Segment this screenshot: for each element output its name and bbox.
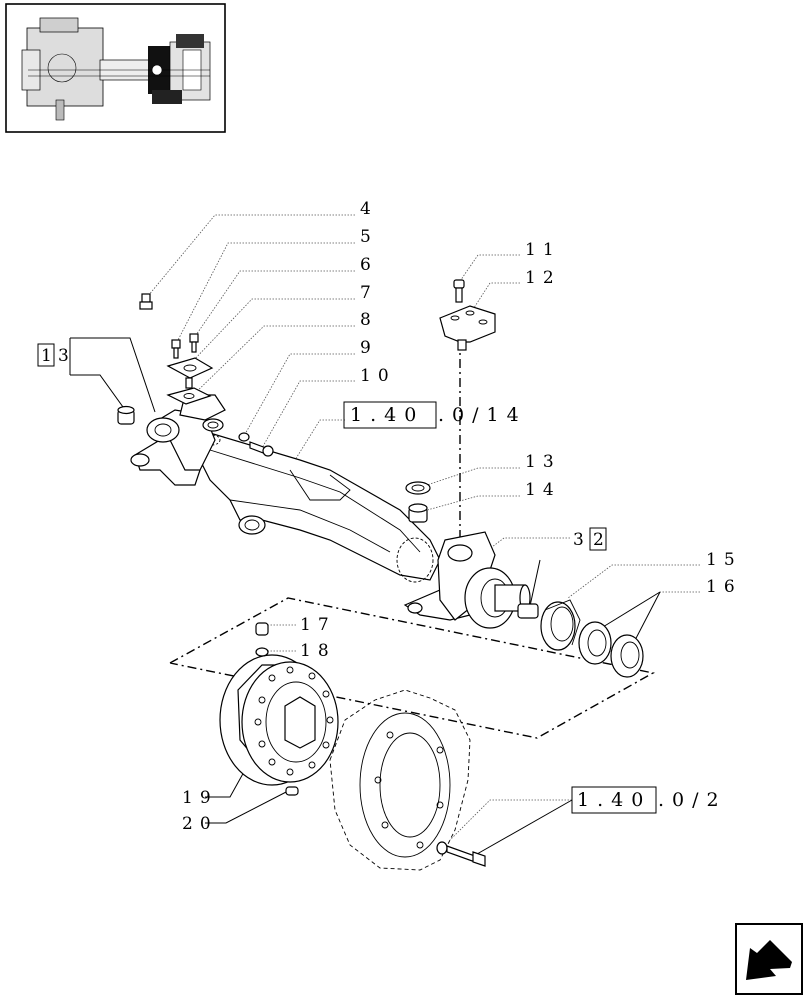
callout-14: 14 <box>525 480 561 500</box>
reference-bottom[interactable]: 1.40 .0/2 <box>571 786 727 814</box>
callout-5: 5 <box>360 227 378 247</box>
left-steering-knuckle <box>130 394 226 486</box>
part-14-bush[interactable] <box>408 503 428 523</box>
leader-lines <box>147 214 700 841</box>
right-steering-knuckle <box>403 531 531 629</box>
callout-2: 2 <box>593 530 611 550</box>
arrow-down-left-icon[interactable] <box>735 923 803 995</box>
callout-15: 15 <box>706 550 742 570</box>
part-8-shim[interactable] <box>166 387 212 405</box>
callout-3-left: 3 <box>58 346 76 366</box>
ref-top-boxed: 1.40 <box>350 404 424 426</box>
wheel-disc <box>329 689 471 871</box>
part-20-pin[interactable] <box>285 786 299 796</box>
part-7-cap[interactable] <box>166 357 214 389</box>
callout-10: 10 <box>360 366 396 386</box>
part-6-screw[interactable] <box>189 333 199 353</box>
callout-3-right: 3 <box>573 530 591 550</box>
callout-20: 20 <box>182 814 218 834</box>
callout-11: 11 <box>525 240 561 260</box>
axle-overview-thumbnail[interactable] <box>5 3 226 133</box>
part-15-bearing-ring[interactable] <box>540 599 581 651</box>
part-17-cap[interactable] <box>255 622 269 636</box>
assembly-centerlines <box>169 340 655 739</box>
part-16-bearings[interactable] <box>578 621 644 678</box>
axle-housing <box>199 429 441 583</box>
callout-17: 17 <box>300 615 336 635</box>
callout-16: 16 <box>706 577 742 597</box>
part-12-bracket[interactable] <box>439 305 496 351</box>
wheel-bolt[interactable] <box>436 841 486 867</box>
part-4-grease-nipple[interactable] <box>139 293 153 310</box>
callout-labels: 4 5 6 7 8 9 10 11 12 13 14 15 16 17 18 1… <box>37 199 742 834</box>
solid-leaders <box>69 337 661 859</box>
callout-12: 12 <box>525 268 561 288</box>
callout-6: 6 <box>360 255 378 275</box>
callout-4: 4 <box>360 199 378 219</box>
ref-bottom-boxed: 1.40 <box>577 789 651 811</box>
callout-8: 8 <box>360 310 378 330</box>
ref-bottom-rest: .0/2 <box>658 789 727 811</box>
ref-top-rest: .0/14 <box>438 404 527 426</box>
callout-1: 1 <box>41 346 59 366</box>
part-3-spacer[interactable] <box>517 603 539 619</box>
part-18-washer[interactable] <box>255 647 269 657</box>
callout-9: 9 <box>360 338 378 358</box>
part-13-seal[interactable] <box>405 481 431 495</box>
part-5-screw[interactable] <box>171 339 181 359</box>
part-9-pin[interactable] <box>238 432 250 442</box>
part-13-bush-left[interactable] <box>117 405 135 425</box>
callout-18: 18 <box>300 641 336 661</box>
reference-top[interactable]: 1.40 .0/14 <box>343 401 527 429</box>
callout-7: 7 <box>360 283 378 303</box>
callout-13: 13 <box>525 452 561 472</box>
callout-19: 19 <box>182 788 218 808</box>
part-10-bolt[interactable] <box>249 441 274 457</box>
part-19-wheel-hub[interactable] <box>219 654 339 786</box>
part-11-screw[interactable] <box>453 279 465 303</box>
